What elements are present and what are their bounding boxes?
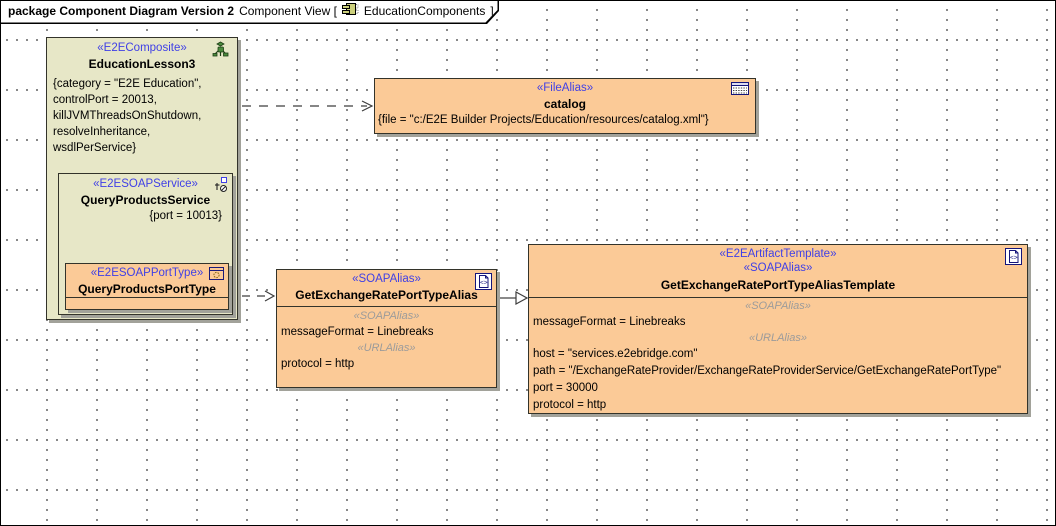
node-query-products-port-type[interactable]: «E2ESOAPPortType» QueryProductsPortType: [65, 263, 229, 310]
node-exchange-rate-alias-template[interactable]: «E2EArtifactTemplate» «SOAPAlias» GetExc…: [528, 244, 1028, 414]
dependency-arrow-porttype-to-alias[interactable]: [242, 291, 274, 301]
node-name: catalog: [375, 96, 755, 112]
section-stereotype: «URLAlias»: [277, 341, 496, 356]
node-name: QueryProductsService: [59, 192, 232, 208]
svg-text:<>: <>: [1010, 255, 1018, 262]
port-type-window-icon: [209, 267, 224, 283]
section-stereotype: «SOAPAlias»: [277, 309, 496, 324]
frame-close-bracket: ]: [490, 4, 493, 18]
dependency-arrow-lesson-to-catalog[interactable]: [242, 101, 372, 111]
stereotype-label: «E2ESOAPService»: [59, 174, 232, 192]
stereotype-label: «E2EArtifactTemplate»: [529, 245, 1027, 261]
node-exchange-rate-alias[interactable]: «SOAPAlias» GetExchangeRatePortTypeAlias…: [276, 269, 497, 388]
stereotype-label: «E2ESOAPPortType»: [66, 264, 228, 281]
soap-service-icon: [214, 177, 228, 196]
property-line: host = "services.e2ebridge.com": [529, 346, 1027, 363]
component-icon: [342, 2, 359, 19]
generalization-arrow-alias-to-template[interactable]: [500, 292, 527, 304]
node-name: GetExchangeRatePortTypeAlias: [277, 287, 496, 303]
stereotype-label: «E2EComposite»: [47, 38, 237, 56]
property-line: {category = "E2E Education",: [53, 76, 231, 92]
property-line: killJVMThreadsOnShutdown,: [53, 108, 231, 124]
node-name: EducationLesson3: [47, 56, 237, 72]
frame-title: package Component Diagram Version 2: [8, 4, 234, 18]
tagged-value: {port = 10013}: [59, 208, 232, 224]
property-line: controlPort = 20013,: [53, 92, 231, 108]
frame-context: Component View [: [239, 4, 337, 18]
node-name: QueryProductsPortType: [66, 281, 228, 297]
property-line: protocol = http: [277, 356, 496, 373]
diagram-frame-label: package Component Diagram Version 2 Comp…: [1, 1, 499, 24]
property-line: messageFormat = Linebreaks: [529, 314, 1027, 331]
stereotype-label: «SOAPAlias»: [529, 261, 1027, 276]
property-line: protocol = http: [529, 397, 1027, 414]
node-name: GetExchangeRatePortTypeAliasTemplate: [529, 276, 1027, 294]
property-line: path = "/ExchangeRateProvider/ExchangeRa…: [529, 363, 1027, 380]
section-stereotype: «URLAlias»: [529, 331, 1027, 346]
property-line: messageFormat = Linebreaks: [277, 324, 496, 341]
section-stereotype: «SOAPAlias»: [529, 299, 1027, 314]
svg-text:<>: <>: [480, 280, 488, 287]
property-line: wsdlPerService}: [53, 140, 231, 156]
stereotype-label: «SOAPAlias»: [277, 270, 496, 287]
compartment-separator: [66, 297, 228, 298]
property-line: resolveInheritance,: [53, 124, 231, 140]
file-table-icon: [731, 82, 749, 98]
frame-diagram-name: EducationComponents: [364, 4, 485, 18]
composite-figure-icon: [211, 41, 230, 63]
property-line: port = 30000: [529, 380, 1027, 397]
stereotype-label: «FileAlias»: [375, 79, 755, 96]
xml-document-icon: <>: [1005, 248, 1022, 268]
node-catalog[interactable]: «FileAlias» catalog {file = "c:/E2E Buil…: [374, 78, 756, 134]
property-line: {file = "c:/E2E Builder Projects/Educati…: [375, 112, 755, 129]
xml-document-icon: <>: [475, 273, 492, 293]
